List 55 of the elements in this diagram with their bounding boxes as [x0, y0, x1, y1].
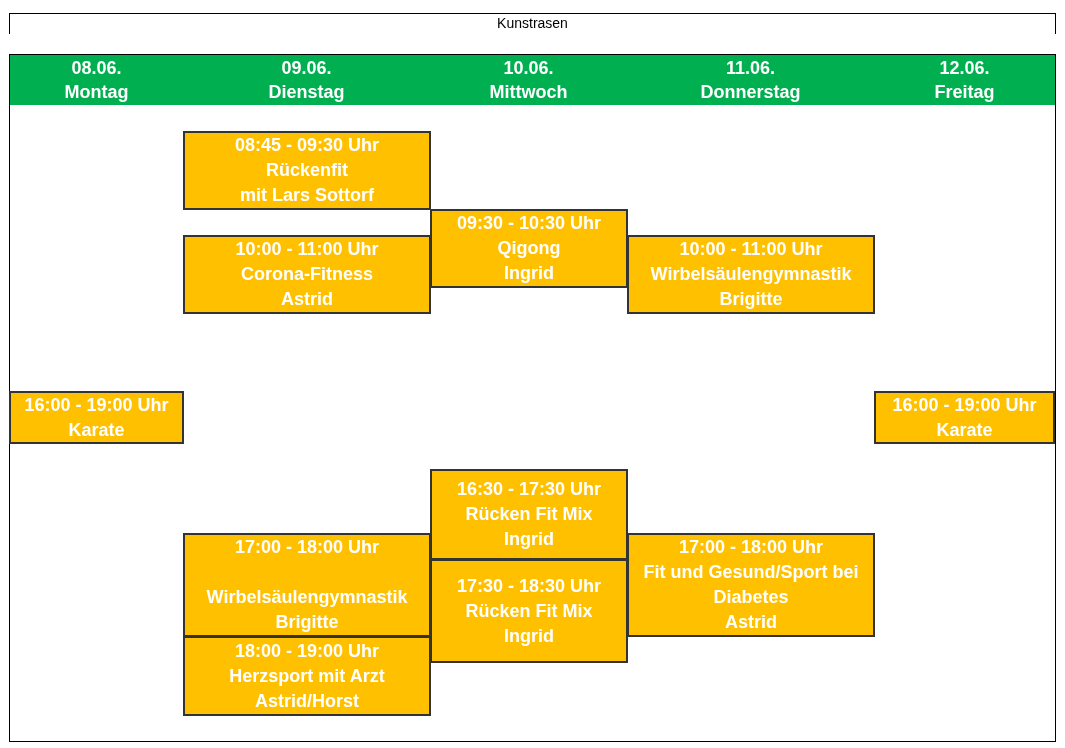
course-name: Wirbelsäulengymnastik [205, 586, 409, 609]
course-card [183, 235, 431, 314]
weekday-label: Dienstag [267, 81, 346, 104]
date-label: 08.06. [70, 57, 123, 80]
course-name: Fit und Gesund/Sport bei Diabetes [642, 561, 860, 609]
course-name: Rücken Fit Mix [464, 503, 594, 526]
weekday-label: Freitag [933, 81, 996, 104]
course-card [430, 559, 628, 663]
time-label: 10:00 - 11:00 Uhr [234, 238, 380, 261]
trainer-name: Ingrid [503, 262, 555, 285]
date-label: 12.06. [938, 57, 991, 80]
course-name: Karate [67, 418, 126, 442]
weekday-label: Donnerstag [699, 81, 802, 104]
weekday-label: Montag [63, 81, 130, 104]
trainer-name: mit Lars Sottorf [239, 184, 375, 207]
course-card [183, 533, 431, 637]
time-label: 16:30 - 17:30 Uhr [455, 478, 603, 501]
course-card [9, 391, 184, 444]
course-card [627, 533, 875, 637]
course-card [627, 235, 875, 314]
course-name: Rückenfit [265, 159, 349, 182]
trainer-name: Ingrid [503, 624, 555, 648]
course-name: Qigong [496, 237, 562, 260]
time-label: 18:00 - 19:00 Uhr [233, 639, 381, 663]
course-name: Karate [935, 418, 994, 442]
course-name: Corona-Fitness [240, 263, 374, 286]
time-label: 10:00 - 11:00 Uhr [678, 238, 824, 261]
date-label: 10.06. [502, 57, 555, 80]
time-label: 09:30 - 10:30 Uhr [455, 212, 603, 235]
day-header [10, 55, 183, 105]
time-label: 17:00 - 18:00 Uhr [677, 536, 825, 559]
course-card [430, 209, 628, 288]
time-label: 16:00 - 19:00 Uhr [891, 393, 1038, 417]
time-label: 08:45 - 09:30 Uhr [233, 134, 381, 157]
course-name: Wirbelsäulengymnastik [649, 263, 853, 286]
course-name: Herzsport mit Arzt [228, 664, 386, 688]
trainer-name: Brigitte [718, 288, 784, 311]
trainer-name: Astrid [280, 288, 334, 311]
date-label: 11.06. [724, 57, 777, 80]
weekday-label: Mittwoch [488, 81, 569, 104]
trainer-name: Brigitte [274, 611, 340, 634]
time-label: 17:00 - 18:00 Uhr [233, 536, 381, 559]
page-title: Kunstrasen [496, 15, 569, 31]
time-label: 17:30 - 18:30 Uhr [455, 574, 603, 598]
time-label: 16:00 - 19:00 Uhr [23, 393, 170, 417]
trainer-name: Astrid/Horst [254, 689, 360, 713]
date-label: 09.06. [280, 57, 333, 80]
course-card [183, 636, 431, 716]
trainer-name: Astrid [724, 611, 778, 634]
course-card [183, 131, 431, 210]
course-card [430, 469, 628, 560]
day-header [874, 55, 1055, 105]
trainer-name: Ingrid [503, 528, 555, 551]
course-name: Rücken Fit Mix [464, 599, 594, 623]
course-card [874, 391, 1055, 444]
